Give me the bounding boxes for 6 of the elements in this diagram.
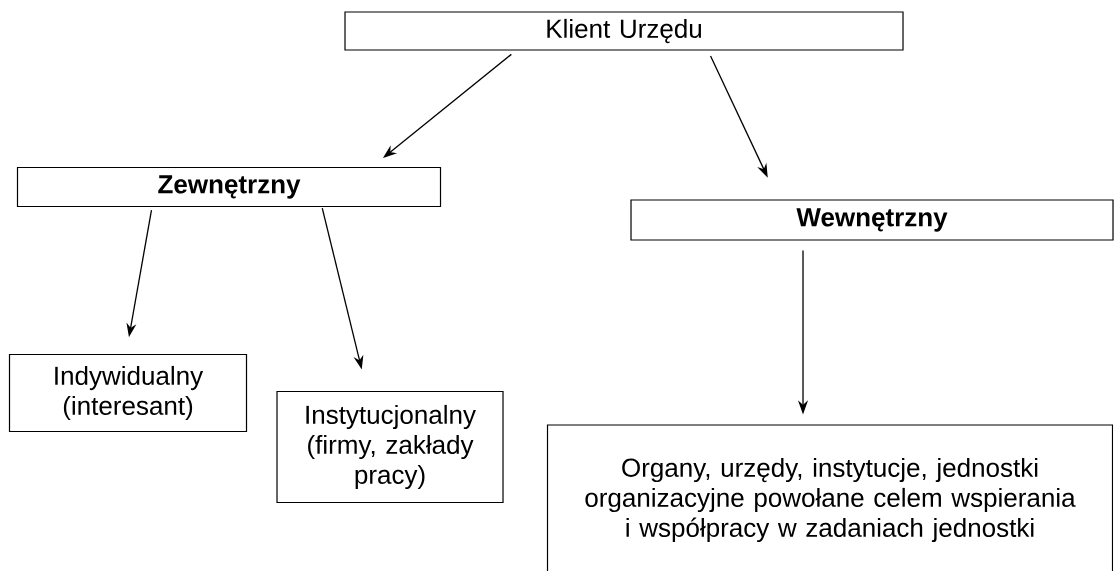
- box: Klient Urzędu: [344, 11, 904, 51]
- box: Indywidualny (interesant): [8, 353, 248, 433]
- box: Instytucjonalny (firmy, zakłady pracy): [276, 390, 504, 504]
- box: Organy, urzędy, instytucje, jednostki organizacyjne powołane celem wspierania i współpracy w zadaniach jednostki: [546, 424, 1114, 571]
- box: Zewnętrzny: [16, 166, 442, 208]
- box: Wewnętrzny: [630, 199, 1114, 241]
